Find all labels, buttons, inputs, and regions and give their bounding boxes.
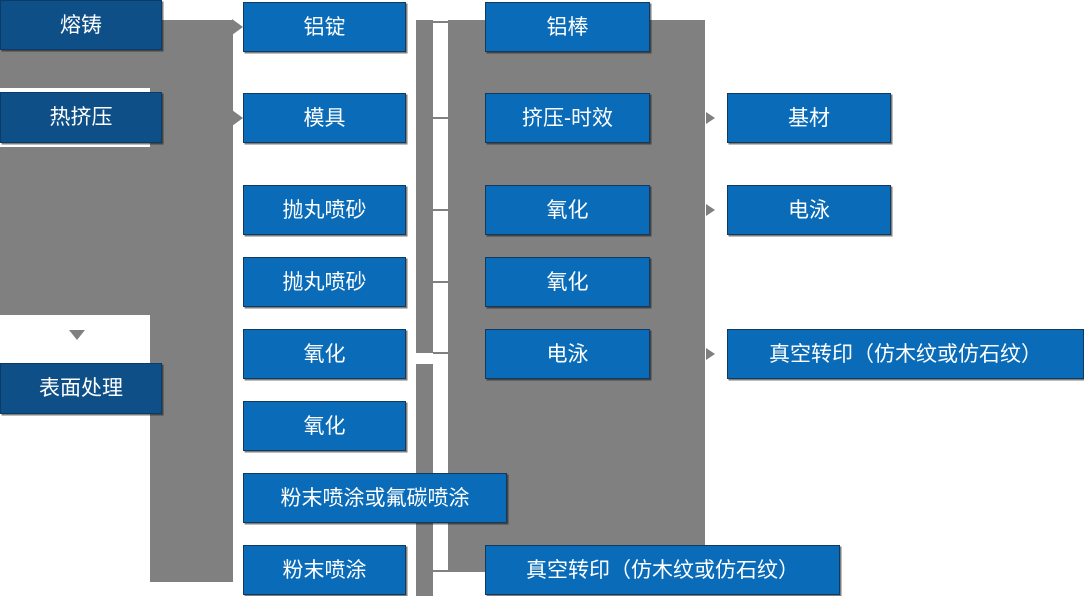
col3-vacuum-transfer-label: 真空转印（仿木纹或仿石纹） xyxy=(526,558,799,582)
arrow-to-col2-1 xyxy=(232,19,243,35)
connector-band-left xyxy=(150,20,233,582)
col2-powder-or-pvdf[interactable]: 粉末喷涂或氟碳喷涂 xyxy=(243,473,507,523)
connector-surface-riser xyxy=(168,315,184,582)
tick-mid-2 xyxy=(433,117,450,119)
col3-electrophoresis[interactable]: 电泳 xyxy=(485,329,650,379)
tick-mid-4 xyxy=(433,281,450,283)
col2-oxidation-1-label: 氧化 xyxy=(303,342,346,366)
col2-oxidation-1[interactable]: 氧化 xyxy=(243,329,406,379)
col2-powder-coating-label: 粉末喷涂 xyxy=(282,558,367,582)
col3-electrophoresis-label: 电泳 xyxy=(546,342,589,366)
tick-mid-5 xyxy=(433,352,450,354)
col4-vacuum-transfer-label: 真空转印（仿木纹或仿石纹） xyxy=(769,342,1042,366)
arrow-to-col2-3 xyxy=(220,202,231,218)
col2-aluminum-ingot[interactable]: 铝锭 xyxy=(243,2,406,52)
tick-mid-1 xyxy=(433,21,450,23)
stage-hot-extrude[interactable]: 热挤压 xyxy=(0,92,162,143)
arrow-down-melt-to-extrude xyxy=(69,70,85,80)
arrow-to-col4-electrophoresis xyxy=(706,204,715,216)
col2-shot-blast-1[interactable]: 抛丸喷砂 xyxy=(243,185,406,235)
col3-aluminum-bar[interactable]: 铝棒 xyxy=(485,2,650,52)
arrow-to-col2-7 xyxy=(220,490,231,506)
col2-oxidation-2-label: 氧化 xyxy=(303,414,346,438)
arrow-to-col4-vacuum xyxy=(706,348,715,360)
col2-mold-label: 模具 xyxy=(303,106,346,130)
col3-oxidation-1-label: 氧化 xyxy=(546,198,589,222)
col4-electrophoresis[interactable]: 电泳 xyxy=(727,185,891,235)
stage-surface[interactable]: 表面处理 xyxy=(0,363,162,414)
connector-bar-mid-upper xyxy=(416,20,433,353)
col4-electrophoresis-label: 电泳 xyxy=(788,198,830,222)
stage-melt-cast[interactable]: 熔铸 xyxy=(0,0,162,50)
col2-shot-blast-1-label: 抛丸喷砂 xyxy=(282,198,367,222)
tick-mid-6 xyxy=(433,570,450,572)
arrow-to-col2-8 xyxy=(220,562,231,578)
mask-surface-gap xyxy=(0,315,150,596)
col2-oxidation-2[interactable]: 氧化 xyxy=(243,401,406,451)
arrow-to-col2-4 xyxy=(220,274,231,290)
col2-powder-coating[interactable]: 粉末喷涂 xyxy=(243,545,406,595)
col2-shot-blast-2-label: 抛丸喷砂 xyxy=(282,270,367,294)
col3-oxidation-1[interactable]: 氧化 xyxy=(485,185,650,235)
col3-oxidation-2-label: 氧化 xyxy=(546,270,589,294)
col4-substrate-label: 基材 xyxy=(788,106,830,130)
col2-shot-blast-2[interactable]: 抛丸喷砂 xyxy=(243,257,406,307)
arrow-to-col4-substrate xyxy=(706,112,715,124)
stage-hot-extrude-label: 热挤压 xyxy=(49,106,113,129)
col2-aluminum-ingot-label: 铝锭 xyxy=(303,15,346,39)
col3-aluminum-bar-label: 铝棒 xyxy=(546,15,589,39)
arrow-down-extrude-to-surface xyxy=(69,330,85,340)
tick-mid-3 xyxy=(433,209,450,211)
col3-extrude-aging-label: 挤压-时效 xyxy=(522,106,613,130)
col4-substrate[interactable]: 基材 xyxy=(727,93,891,143)
arrow-to-col2-5 xyxy=(220,346,231,362)
col2-mold[interactable]: 模具 xyxy=(243,93,406,143)
col3-vacuum-transfer[interactable]: 真空转印（仿木纹或仿石纹） xyxy=(485,545,840,595)
arrow-to-col2-2 xyxy=(232,110,243,126)
arrow-to-col2-6 xyxy=(220,418,231,434)
col3-oxidation-2[interactable]: 氧化 xyxy=(485,257,650,307)
col3-extrude-aging[interactable]: 挤压-时效 xyxy=(485,93,650,143)
stage-surface-label: 表面处理 xyxy=(39,377,123,400)
stage-melt-cast-label: 熔铸 xyxy=(60,13,102,37)
col4-vacuum-transfer[interactable]: 真空转印（仿木纹或仿石纹） xyxy=(727,329,1084,379)
col2-powder-or-pvdf-label: 粉末喷涂或氟碳喷涂 xyxy=(280,486,470,510)
